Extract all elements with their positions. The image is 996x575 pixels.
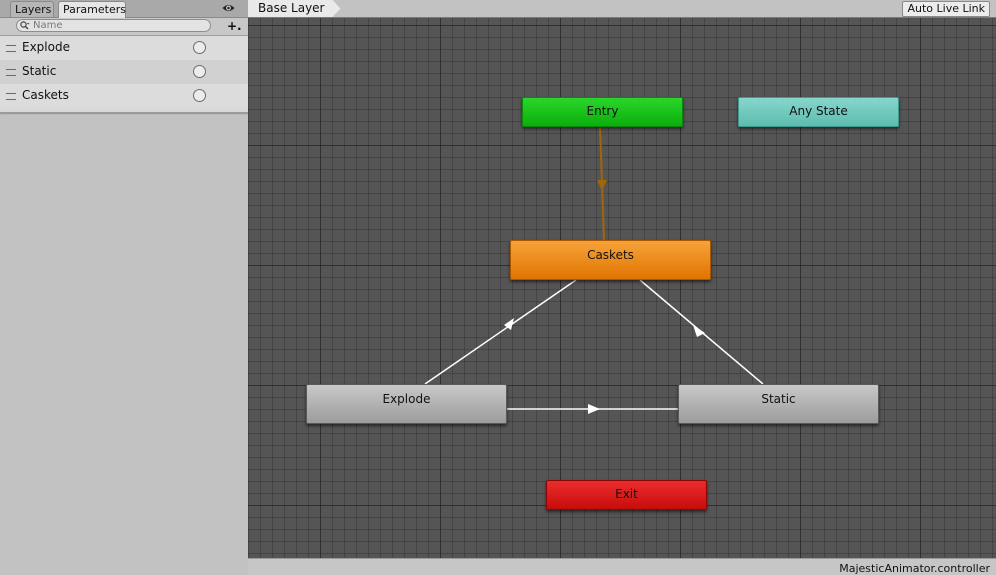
- breadcrumb-base-layer[interactable]: Base Layer: [248, 0, 341, 17]
- parameter-name[interactable]: Caskets: [22, 88, 69, 102]
- trigger-toggle[interactable]: [193, 65, 206, 78]
- state-static[interactable]: Static: [678, 384, 879, 424]
- transition-caskets-to-explode[interactable]: [424, 279, 577, 385]
- state-explode[interactable]: Explode: [306, 384, 507, 424]
- drag-handle-icon[interactable]: [6, 93, 16, 100]
- animator-graph: Base Layer Auto Live Link Entry Any Stat…: [248, 0, 996, 575]
- search-icon: [20, 21, 30, 30]
- transition-arrow-icon: [504, 318, 514, 330]
- search-field[interactable]: [16, 19, 211, 32]
- transition-layer: [424, 126, 764, 414]
- eye-icon[interactable]: [222, 3, 235, 13]
- state-caskets[interactable]: Caskets: [510, 240, 711, 280]
- transition-arrow-icon: [597, 180, 607, 191]
- drag-handle-icon[interactable]: [6, 45, 16, 52]
- state-entry[interactable]: Entry: [522, 97, 683, 127]
- status-bar: MajesticAnimator.controller: [248, 558, 996, 575]
- parameter-row-static[interactable]: Static: [0, 60, 248, 84]
- state-any-state[interactable]: Any State: [738, 97, 899, 127]
- parameter-row-caskets[interactable]: Caskets: [0, 84, 248, 108]
- state-machine-canvas[interactable]: Entry Any State Caskets Explode Static E…: [248, 18, 996, 558]
- parameter-name[interactable]: Explode: [22, 40, 70, 54]
- tab-parameters[interactable]: Parameters: [58, 1, 126, 18]
- parameter-list: Explode Static Caskets: [0, 36, 248, 113]
- parameter-search-row: +.: [0, 18, 248, 36]
- state-exit[interactable]: Exit: [546, 480, 707, 510]
- tab-layers[interactable]: Layers: [10, 1, 54, 17]
- transition-arrow-icon: [693, 325, 705, 337]
- controller-file-name: MajesticAnimator.controller: [839, 562, 990, 575]
- add-parameter-button[interactable]: +.: [227, 19, 242, 33]
- panel-tab-bar: Layers Parameters: [0, 0, 248, 18]
- drag-handle-icon[interactable]: [6, 69, 16, 76]
- auto-live-link-toggle[interactable]: Auto Live Link: [902, 1, 990, 17]
- transition-arrow-icon: [588, 404, 600, 414]
- parameters-panel: Layers Parameters +. Explode Static: [0, 0, 248, 574]
- parameter-name[interactable]: Static: [22, 64, 57, 78]
- trigger-toggle[interactable]: [193, 41, 206, 54]
- trigger-toggle[interactable]: [193, 89, 206, 102]
- parameter-row-explode[interactable]: Explode: [0, 36, 248, 60]
- search-input[interactable]: [33, 20, 203, 31]
- breadcrumb-bar: Base Layer Auto Live Link: [248, 0, 996, 18]
